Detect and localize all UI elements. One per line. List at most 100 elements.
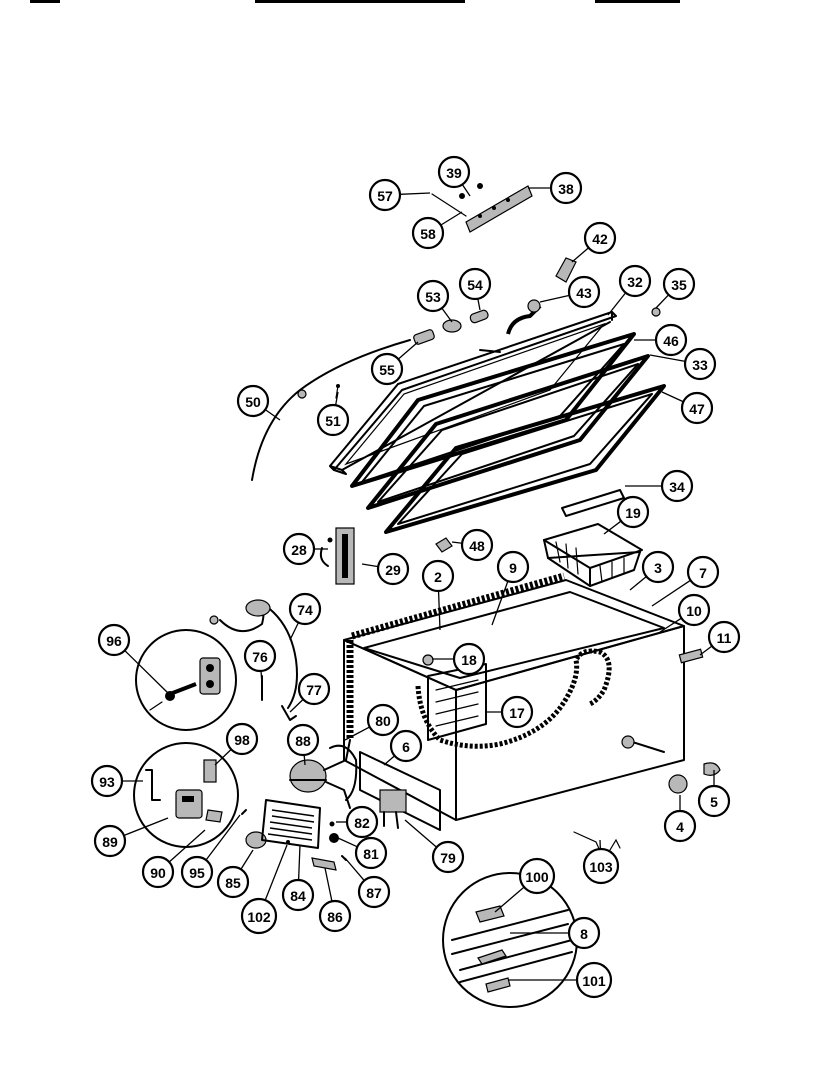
- callout-label: 6: [402, 739, 410, 755]
- callout-circle: [707, 620, 741, 654]
- freezer-cabinet: [343, 572, 721, 862]
- callout-label: 43: [576, 285, 592, 301]
- callout-circle: [496, 550, 530, 584]
- leader-c10: [659, 617, 682, 633]
- detail-circle-relay: [133, 742, 239, 848]
- callout-label: 18: [461, 652, 477, 668]
- callout-label: 11: [717, 630, 732, 646]
- callout-circle: [677, 593, 711, 627]
- callout-circle: [641, 550, 675, 584]
- callout-label: 77: [306, 682, 322, 698]
- leader-c48: [451, 541, 463, 544]
- callout-label: 88: [295, 733, 311, 749]
- leader-c7: [651, 579, 691, 607]
- callout-label: 102: [247, 909, 271, 925]
- leader-c76: [260, 670, 263, 686]
- callout-circle: [618, 264, 652, 298]
- callout-label: 48: [469, 538, 485, 554]
- lid-cord: [251, 339, 411, 481]
- callout-circle: [225, 722, 259, 756]
- callout-circle: [297, 672, 331, 706]
- leader-c84: [297, 844, 301, 881]
- callout-c34: 34: [660, 469, 694, 503]
- callout-c53: 53: [416, 279, 450, 313]
- callout-c32: 32: [618, 264, 652, 298]
- callout-label: 2: [434, 569, 442, 585]
- hinge-bracket: [431, 183, 533, 233]
- leader-c35: [655, 294, 670, 309]
- callout-label: 93: [99, 774, 115, 790]
- leader-c53: [441, 307, 453, 323]
- lid-gasket: [366, 354, 650, 510]
- callout-label: 33: [692, 357, 708, 373]
- callout-circle: [357, 875, 391, 909]
- callout-label: 42: [592, 231, 608, 247]
- callout-label: 90: [150, 865, 166, 881]
- callout-circle: [368, 178, 402, 212]
- callout-c8: 8: [567, 916, 601, 950]
- callout-circle: [316, 403, 350, 437]
- leader-c55: [397, 341, 419, 360]
- callout-circle: [141, 855, 175, 889]
- callout-c96: 96: [97, 623, 131, 657]
- callout-label: 34: [669, 479, 685, 495]
- callout-c33: 33: [683, 347, 717, 381]
- callout-c84: 84: [281, 878, 315, 912]
- leader-c19: [603, 520, 622, 535]
- callout-circle: [282, 532, 316, 566]
- callout-label: 32: [627, 274, 643, 290]
- callout-circle: [518, 857, 556, 895]
- callout-circle: [549, 171, 583, 205]
- callout-label: 29: [385, 562, 401, 578]
- leader-c74: [289, 622, 300, 641]
- leader-c29: [361, 563, 379, 568]
- callout-c81: 81: [354, 836, 388, 870]
- callout-label: 89: [102, 834, 118, 850]
- callout-c2: 2: [421, 559, 455, 593]
- callout-c80: 80: [366, 703, 400, 737]
- callout-circle: [354, 836, 388, 870]
- leader-c85: [240, 849, 254, 870]
- handle-strip: [561, 489, 625, 517]
- leader-c80: [344, 726, 371, 741]
- callout-label: 54: [467, 277, 483, 293]
- leader-c47: [661, 391, 684, 403]
- callout-circle: [281, 878, 315, 912]
- callout-circle: [616, 495, 650, 529]
- callout-c74: 74: [288, 592, 322, 626]
- callout-label: 38: [558, 181, 574, 197]
- callout-c87: 87: [357, 875, 391, 909]
- callout-c28: 28: [282, 532, 316, 566]
- callout-c7: 7: [686, 555, 720, 589]
- callout-label: 82: [354, 815, 370, 831]
- leader-c9: [491, 580, 509, 626]
- callout-label: 103: [589, 859, 613, 875]
- callout-label: 101: [582, 973, 606, 989]
- callout-circle: [97, 623, 131, 657]
- callout-label: 35: [671, 277, 687, 293]
- callout-c95: 95: [180, 855, 214, 889]
- callout-circle: [575, 961, 613, 999]
- leader-c89: [123, 817, 169, 837]
- callout-circle: [286, 723, 320, 757]
- callout-c42: 42: [583, 221, 617, 255]
- callout-circle: [90, 764, 124, 798]
- callout-label: 87: [366, 885, 382, 901]
- compressor: [241, 739, 407, 871]
- callout-c89: 89: [93, 824, 127, 858]
- callout-c93: 93: [90, 764, 124, 798]
- callout-c48: 48: [460, 528, 494, 562]
- callout-c50: 50: [236, 384, 270, 418]
- callout-label: 5: [710, 794, 718, 810]
- cover-plate: [261, 799, 321, 849]
- detail-circle-96: [135, 629, 237, 731]
- callout-c9: 9: [496, 550, 530, 584]
- callout-c3: 3: [641, 550, 675, 584]
- callout-circle: [567, 275, 601, 309]
- detail-circle-8: [442, 872, 578, 1008]
- callout-label: 46: [663, 333, 679, 349]
- leader-c100: [494, 885, 527, 913]
- lid-breaker: [384, 384, 666, 534]
